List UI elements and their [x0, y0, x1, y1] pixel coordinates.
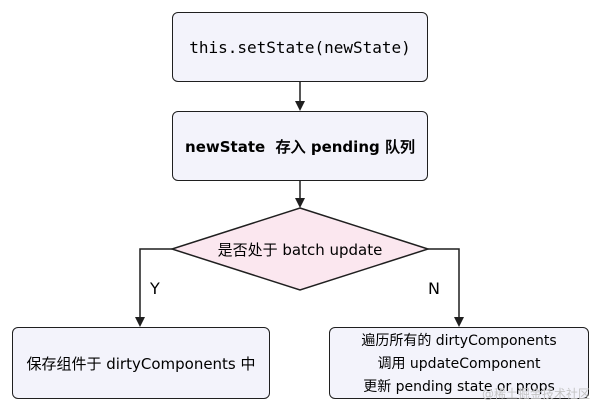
arrow-decision-yes	[135, 248, 172, 327]
node-iterate-line-1: 遍历所有的 dirtyComponents	[361, 333, 557, 349]
branch-no-label: N	[428, 279, 440, 298]
decision-text: 是否处于 batch update	[217, 240, 383, 259]
node-enqueue-pending: newState 存入 pending 队列	[172, 111, 428, 181]
decision-label: 是否处于 batch update	[172, 232, 428, 266]
node-iterate-dirty-components: 遍历所有的 dirtyComponents 调用 updateComponent…	[329, 327, 589, 399]
branch-yes-label: Y	[150, 279, 160, 298]
node-set-state: this.setState(newState)	[172, 12, 428, 82]
node-iterate-line-3: 更新 pending state or props	[363, 379, 555, 395]
node-set-state-label: this.setState(newState)	[189, 37, 411, 57]
watermark-text: @稀土掘金技术社区	[481, 387, 590, 401]
node-enqueue-label: newState 存入 pending 队列	[185, 137, 415, 156]
decision-diamond	[169, 207, 431, 291]
node-iterate-line-2: 调用 updateComponent	[377, 356, 541, 372]
node-save-label: 保存组件于 dirtyComponents 中	[26, 354, 256, 373]
node-save-dirty-components: 保存组件于 dirtyComponents 中	[12, 327, 270, 399]
arrow-decision-no	[428, 248, 464, 327]
